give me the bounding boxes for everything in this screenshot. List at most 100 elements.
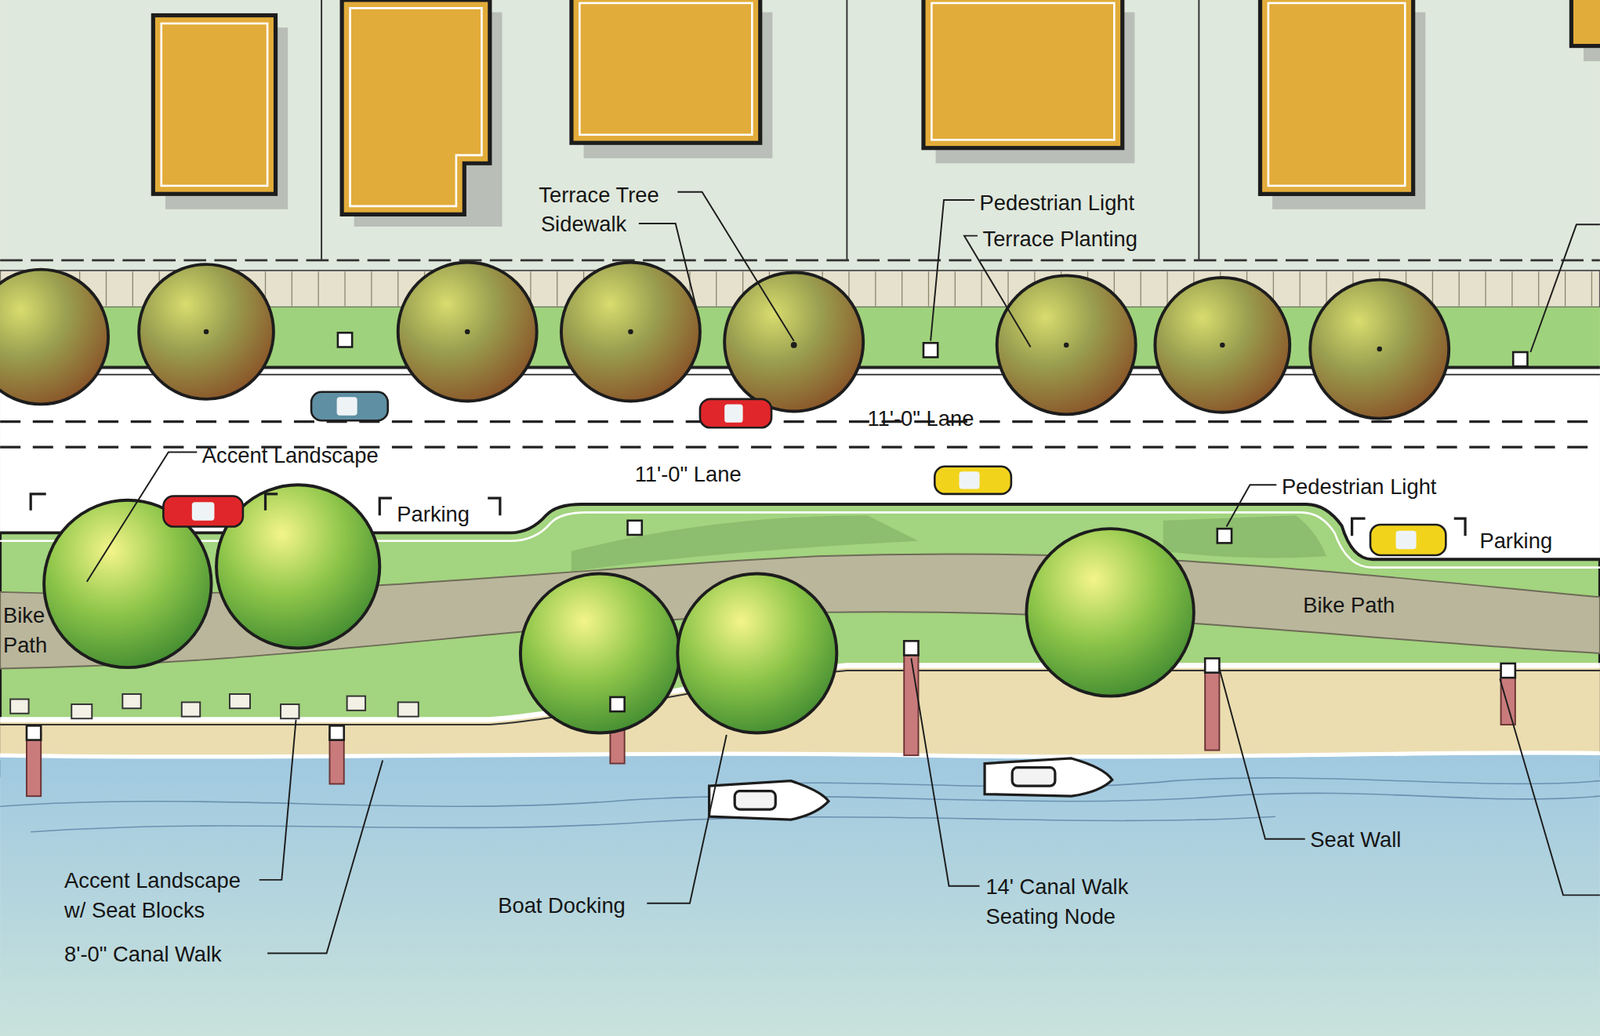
plan-graphic (1204, 667, 1220, 750)
plan-graphic (337, 332, 352, 347)
building-outlines (161, 3, 1406, 207)
plan-graphic (1570, 0, 1600, 47)
plan-graphic (638, 223, 697, 306)
plan-graphic (259, 719, 297, 880)
sidewalk-joint (928, 271, 929, 306)
sidewalk-joint (1538, 271, 1539, 306)
site-label: Boat Docking (497, 889, 626, 920)
plan-graphic (677, 192, 794, 342)
plan-graphic (350, 7, 483, 206)
site-label: 8'-0" Canal Walk (64, 938, 222, 969)
plan-graphic (1219, 342, 1226, 349)
plan-graphic (229, 693, 251, 708)
plan-graphic (30, 816, 1276, 832)
plan-graphic (724, 403, 743, 422)
site-label: 11'-0" Lane (634, 459, 742, 490)
plan-graphic (265, 493, 279, 511)
plan-graphic (959, 471, 980, 489)
plan-graphic (337, 396, 358, 415)
plan-graphic (152, 15, 276, 195)
sidewalk-joint (954, 271, 956, 306)
plan-graphic (161, 23, 268, 186)
sidewalk-joint (132, 271, 134, 306)
plan-graphic (520, 573, 680, 733)
sidewalk-joint (1564, 271, 1566, 306)
plan-graphic (1309, 279, 1449, 419)
leader-lines (87, 192, 1600, 954)
sidewalk-joint (370, 271, 372, 306)
plan-graphic (30, 493, 47, 511)
plan-graphic (341, 0, 490, 215)
canal-edge (0, 752, 1600, 757)
plan-graphic (398, 701, 419, 716)
plan-graphic (0, 269, 109, 405)
sidewalk-joint (1484, 271, 1486, 306)
sidewalk-joint (1458, 271, 1460, 306)
sidewalk-joint (318, 271, 320, 306)
plan-graphic (1454, 518, 1466, 536)
terrace-trees (0, 261, 1449, 418)
site-label: Pedestrian Light (1281, 471, 1437, 501)
plan-graphic (930, 199, 975, 342)
plan-graphic (1352, 518, 1366, 536)
site-label: Bike Path (3, 599, 55, 661)
plan-graphic (709, 780, 829, 820)
site-label: Pedestrian Light (979, 187, 1136, 218)
plan-graphic (320, 0, 323, 261)
site-label: Sidewalk (540, 209, 627, 240)
site-label: Terrace Tree (538, 179, 659, 210)
plan-graphic (571, 0, 761, 143)
plan-graphic (1530, 224, 1600, 352)
plan-graphic (87, 452, 198, 582)
plan-graphic (1204, 657, 1220, 672)
plan-graphic (1026, 528, 1194, 696)
site-label: Terrace Planting (982, 223, 1138, 254)
sidewalk-joint (344, 271, 345, 306)
plan-graphic (1501, 673, 1516, 725)
plan-graphic (627, 520, 643, 535)
plan-graphic (1499, 678, 1600, 895)
plan-graphic (71, 703, 92, 719)
plan-graphic (903, 653, 918, 755)
plan-graphic (122, 693, 141, 708)
plan-graphic (1012, 767, 1056, 786)
plan-graphic (903, 640, 918, 655)
plan-graphic (487, 497, 501, 516)
plan-graphic (845, 0, 848, 261)
site-label: Accent Landscape w/ Seat Blocks (64, 865, 258, 926)
plan-graphic (10, 699, 29, 714)
sidewalk-joint (291, 271, 293, 306)
cars (163, 391, 1446, 556)
plan-graphic (1219, 667, 1305, 839)
plan-graphic (1217, 528, 1232, 543)
plan-graphic (181, 701, 200, 716)
plan-graphic (280, 703, 299, 719)
site-label: Seat Wall (1309, 824, 1401, 855)
plan-graphic (1268, 3, 1405, 186)
water-ripples (0, 777, 1600, 832)
plan-graphic (1376, 346, 1383, 352)
plan-graphic (790, 341, 798, 349)
pedestrian-lights (26, 332, 1528, 740)
plan-graphic (1154, 277, 1290, 413)
sidewalk-joint (981, 271, 983, 306)
plan-graphic (1259, 0, 1413, 194)
sidewalk-joint (1166, 271, 1168, 306)
sidewalk-joint (1511, 271, 1513, 306)
plan-graphic (964, 235, 1031, 348)
sidewalk-joint (1591, 271, 1593, 306)
plan-graphic (910, 657, 980, 886)
plan-graphic (311, 391, 389, 421)
plan-graphic (714, 777, 1600, 787)
sidewalk-joint (1140, 271, 1142, 306)
site-label: 11'-0" Lane (867, 402, 974, 433)
plan-graphic (26, 732, 41, 796)
boats (709, 758, 1113, 820)
plan-graphic (724, 272, 864, 411)
plan-graphic (561, 261, 701, 401)
plan-graphic (379, 497, 392, 516)
plan-graphic (1226, 484, 1278, 527)
plan-graphic (646, 734, 727, 904)
buildings (152, 0, 1600, 215)
